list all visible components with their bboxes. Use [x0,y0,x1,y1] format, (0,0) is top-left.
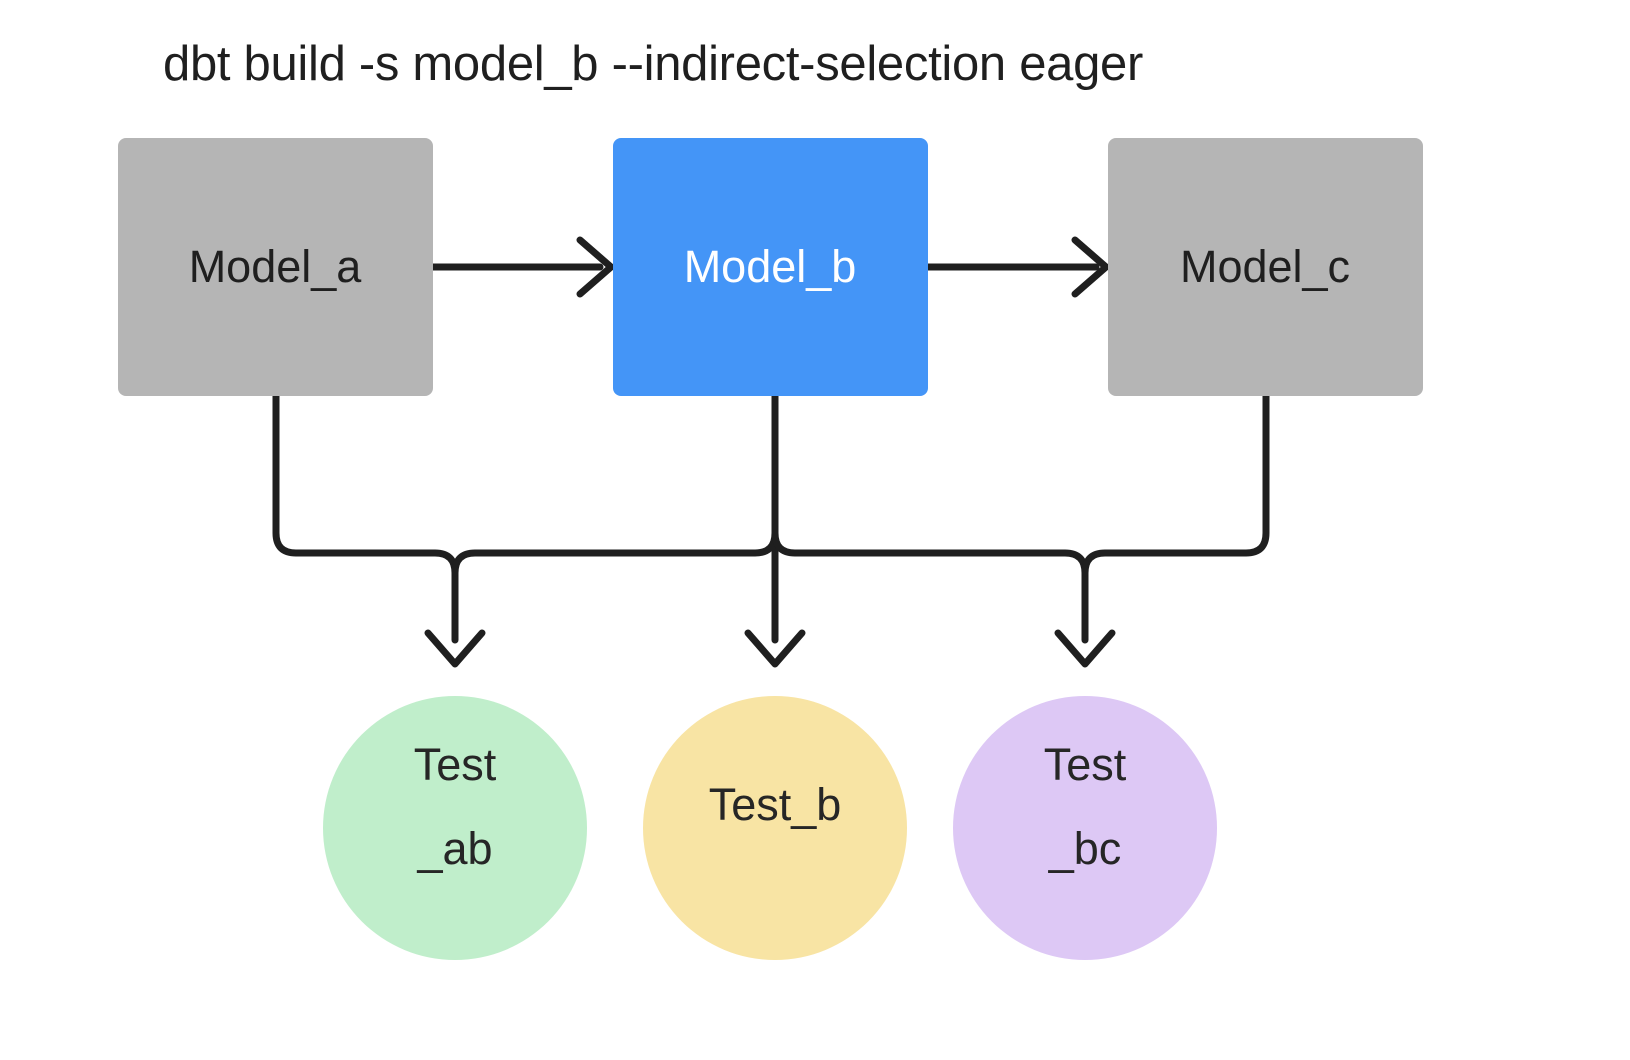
node-label: Model_a [189,241,363,292]
node-test_ab[interactable]: Test _ab [323,696,587,960]
arrowhead-icon [1071,236,1110,298]
edge-path [1081,392,1270,577]
node-shape[interactable] [1108,138,1423,396]
node-model_b[interactable]: Model_b [613,138,928,396]
edge-model_b-to-model_c [924,236,1110,298]
node-label-line1: Test_b [709,779,842,830]
edge-model_b-to-test_bc [771,392,1116,668]
arrowhead-icon [744,629,806,668]
arrowhead-icon [424,629,486,668]
edge-model_a-to-test_ab [272,392,486,668]
node-label-line1: Test [414,739,497,790]
node-shape[interactable] [323,696,587,960]
edge-path [451,392,779,577]
node-label: Model_b [684,241,857,292]
node-shape[interactable] [953,696,1217,960]
node-shape[interactable] [613,138,928,396]
node-label-line2: _bc [1048,823,1122,874]
arrowhead-icon [1054,629,1116,668]
page-title: dbt build -s model_b --indirect-selectio… [163,37,1143,91]
edge-model_c-to-test_bc [1081,392,1270,577]
node-model_a[interactable]: Model_a [118,138,433,396]
node-shape[interactable] [643,696,907,960]
node-model_c[interactable]: Model_c [1108,138,1423,396]
edge-model_a-to-model_b [429,236,615,298]
node-label-line1: Test [1044,739,1127,790]
edge-model_b-to-test_ab [451,392,779,577]
node-label: Model_c [1180,241,1350,292]
node-test_b[interactable]: Test_b [643,696,907,960]
edge-path [272,392,459,644]
arrowhead-icon [576,236,615,298]
node-test_bc[interactable]: Test _bc [953,696,1217,960]
edge-path [771,392,1089,644]
node-label-line2: _ab [416,823,492,874]
node-shape[interactable] [118,138,433,396]
